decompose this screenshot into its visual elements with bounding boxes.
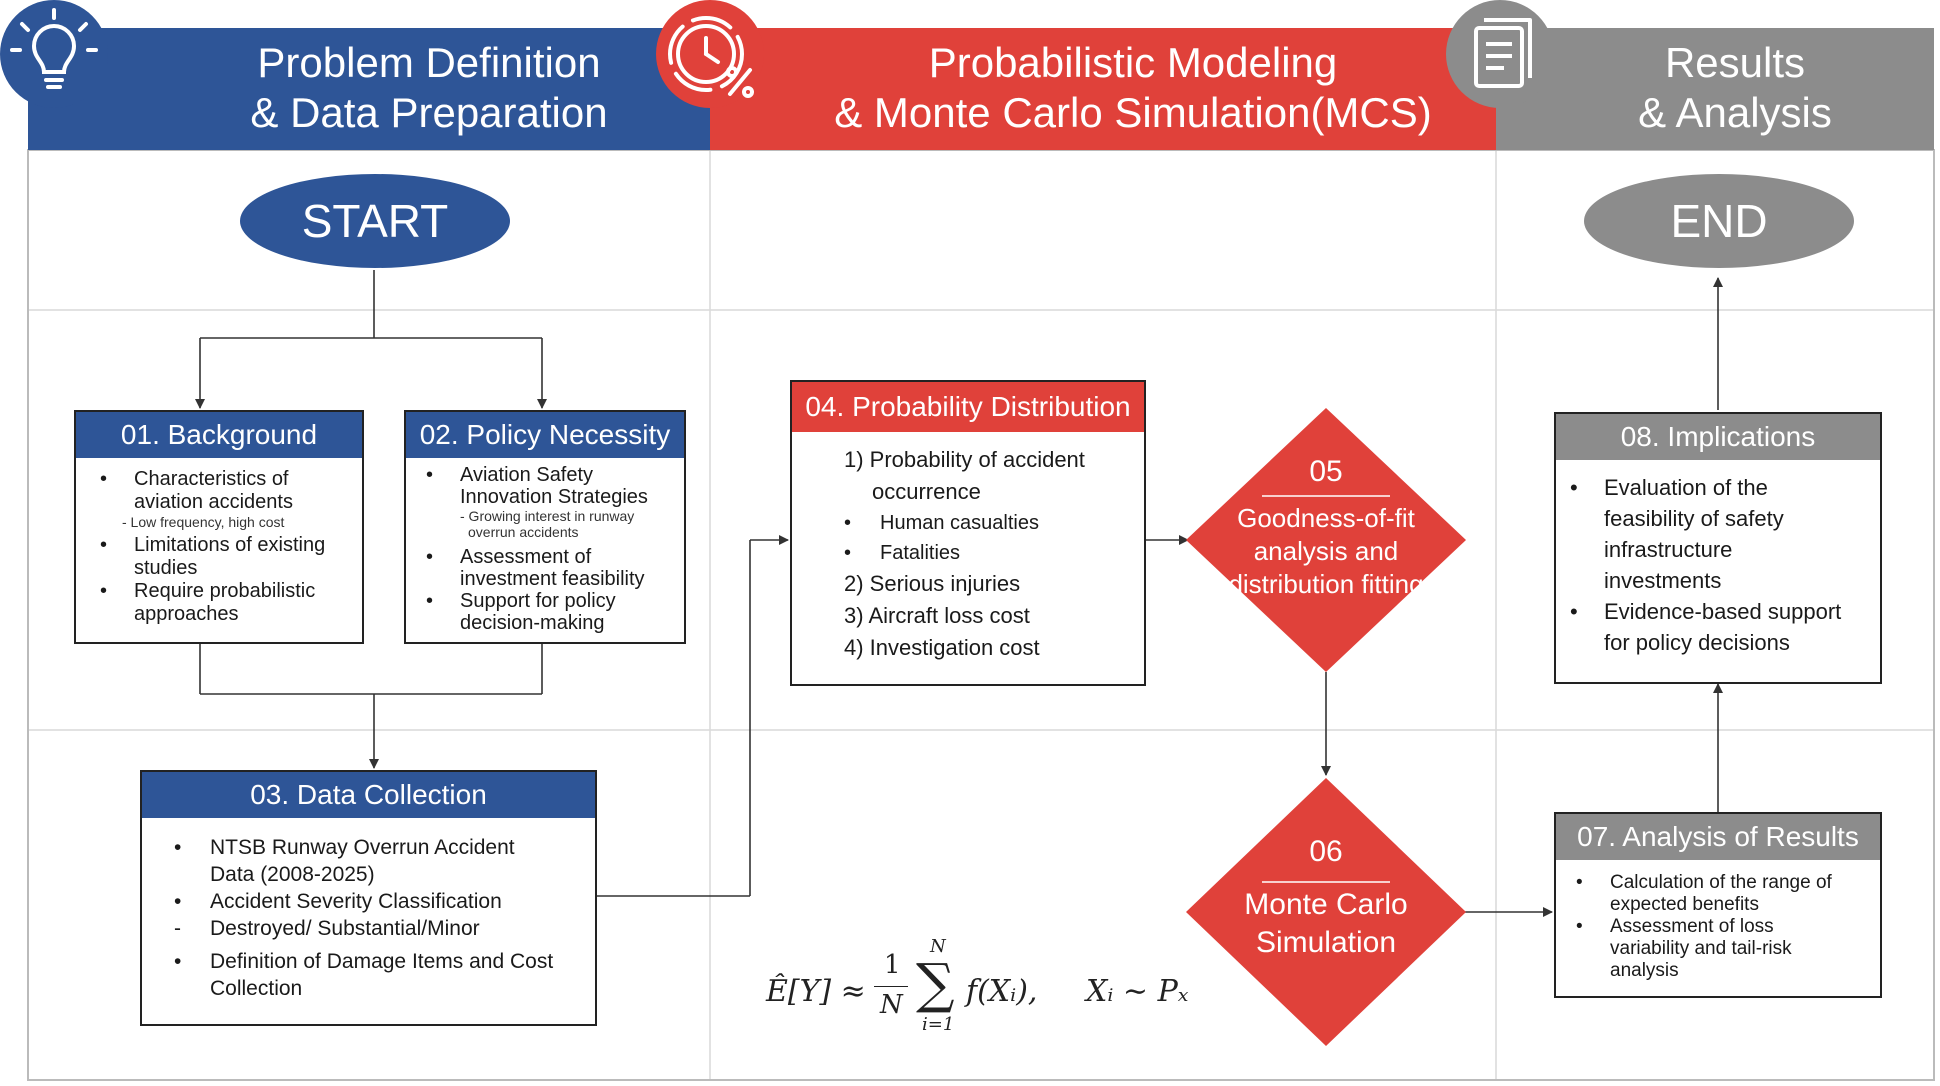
lightbulb-icon [0, 0, 108, 108]
diamond-06-number: 06 [1309, 835, 1343, 868]
header-section-probabilistic-modeling: Probabilistic Modeling & Monte Carlo Sim… [710, 28, 1496, 150]
stopwatch-percent-icon [656, 0, 764, 108]
header-3-line-1: Results [1664, 39, 1806, 86]
formula-frac-den: N [880, 990, 903, 1020]
formula-lhs: Ê[Y] ≈ [766, 974, 866, 1009]
box-08-title: 08. Implications [1556, 414, 1880, 460]
list-item: 2) Serious injuries [844, 571, 1021, 596]
box-04-title: 04. Probability Distribution [792, 382, 1144, 432]
formula-frac-num: 1 [884, 950, 901, 980]
list-item: •Human casualties [844, 512, 1039, 534]
mcs-formula: Ê[Y] ≈ 1 N N ∑ i=1 f(Xᵢ), Xᵢ ∼ Pₓ [766, 936, 1226, 1044]
box-01-title: 01. Background [76, 412, 362, 458]
end-oval: END [1584, 174, 1854, 268]
header-section-results: Results & Analysis [1496, 28, 1934, 150]
list-item: 4) Investigation cost [844, 635, 1040, 660]
header-1-line-1: Problem Definition [257, 39, 601, 86]
list-item: - Destroyed/ Substantial/Minor [174, 917, 480, 940]
section-dividers [28, 150, 1934, 1080]
formula-dist: Xᵢ ∼ Pₓ [1086, 974, 1189, 1009]
formula-sum: ∑ [916, 952, 955, 1015]
box-07-analysis-of-results: 07. Analysis of Results • Calculation of… [1554, 812, 1882, 998]
diamond-06-shape [1186, 778, 1466, 1046]
box-03-data-collection: 03. Data Collection • NTSB Runway Overru… [140, 770, 597, 1026]
box-04-probability-distribution: 04. Probability Distribution 1) Probabil… [790, 380, 1146, 686]
formula-sum-top: N [930, 936, 946, 957]
connector-arrows [195, 270, 1723, 917]
outer-frame [27, 149, 1935, 1081]
note: overrun accidents [468, 524, 579, 540]
formula-sum-bottom: i=1 [922, 1014, 955, 1035]
list-item: 1) Probability of accident [844, 447, 1085, 472]
end-label: END [1670, 195, 1768, 247]
note: - Growing interest in runway [460, 508, 635, 524]
list-item: 3) Aircraft loss cost [844, 603, 1030, 628]
list-item: •Fatalities [844, 542, 961, 564]
diamond-05-shape [1186, 408, 1466, 672]
formula-term: f(Xᵢ), [966, 974, 1038, 1009]
diamond-05-number: 05 [1309, 455, 1343, 488]
note: - Low frequency, high cost [122, 514, 285, 530]
header-section-problem-definition: Problem Definition & Data Preparation [28, 28, 710, 150]
box-02-title: 02. Policy Necessity [406, 412, 684, 458]
header-2-line-2: & Monte Carlo Simulation(MCS) [834, 89, 1432, 136]
start-oval: START [240, 174, 510, 268]
start-label: START [301, 195, 449, 247]
box-07-title: 07. Analysis of Results [1556, 814, 1880, 860]
list-item: occurrence [872, 479, 981, 504]
box-03-title: 03. Data Collection [142, 772, 595, 818]
header-2-line-1: Probabilistic Modeling [928, 39, 1338, 86]
documents-icon [1446, 0, 1554, 108]
list-item: • Accident Severity Classification [174, 890, 502, 913]
header-1-line-2: & Data Preparation [250, 89, 608, 136]
header-3-line-2: & Analysis [1638, 89, 1832, 136]
